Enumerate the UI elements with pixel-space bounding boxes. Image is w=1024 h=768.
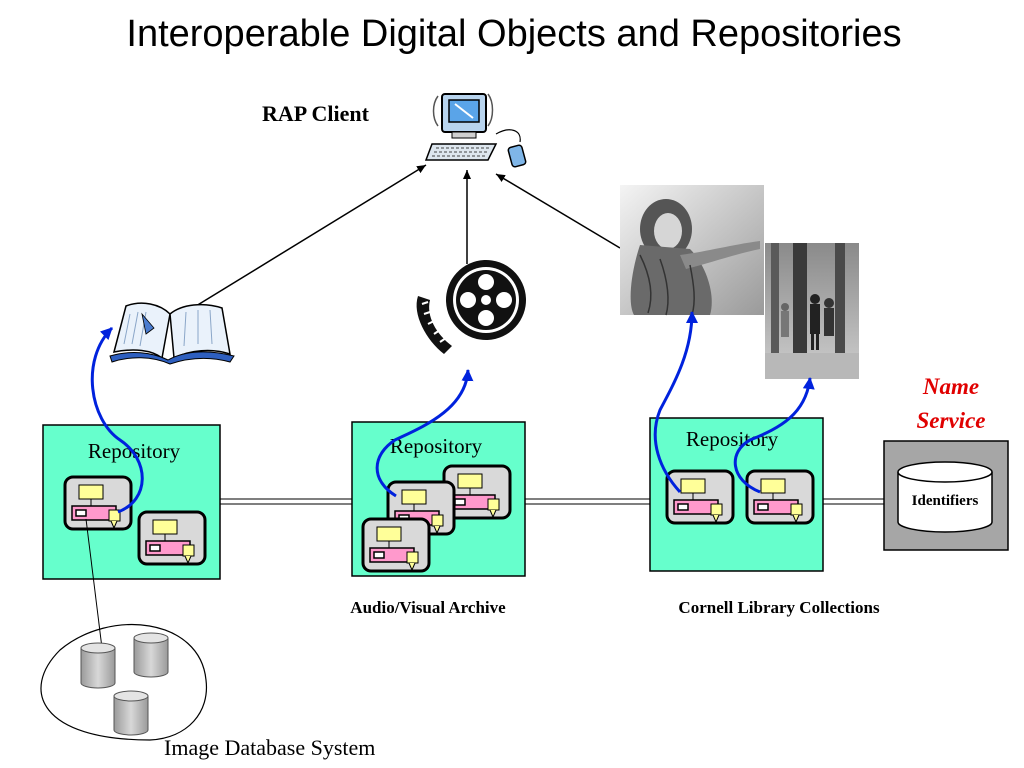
film-reel-icon [416,260,526,354]
people-in-forest-photo [765,243,859,379]
digital-object [63,475,133,531]
image-database-label: Image Database System [164,735,375,760]
repository-caption-3: Cornell Library Collections [678,598,880,617]
name-service-label-line2: Service [917,408,986,433]
image-database-system: Image Database System [40,518,375,760]
database-disk-icon [133,632,169,678]
database-disk-icon [113,690,149,736]
object-to-photo2-arrow [733,377,815,494]
name-service-label-line1: Name [922,374,979,399]
digital-object [361,517,431,573]
page-title: Interoperable Digital Objects and Reposi… [126,13,901,55]
repository-label-1: Repository [88,439,181,463]
object-to-book-arrow [90,326,144,514]
digital-object [665,469,735,525]
object-to-photo1-arrow [653,311,698,494]
computer-icon [424,93,527,168]
identifiers-label: Identifiers [912,493,979,509]
repository-label-3: Repository [686,427,779,451]
photos-to-client-arrow [495,173,621,249]
digital-object [137,510,207,566]
network-connections [220,498,884,505]
repository-caption-2: Audio/Visual Archive [350,598,506,617]
name-service-box: Identifiers [883,440,1009,551]
woman-engraving-photo [620,185,764,316]
repository-box-3: Repository [649,417,824,572]
object-to-film-arrow [375,369,474,498]
book-to-client-arrow [195,164,427,307]
book-icon [109,302,235,365]
database-disk-icon [80,642,116,689]
repository-label-2: Repository [390,434,483,458]
rap-client-label: RAP Client [262,101,370,126]
blue-access-arrows [90,311,815,514]
digital-object [745,469,815,525]
